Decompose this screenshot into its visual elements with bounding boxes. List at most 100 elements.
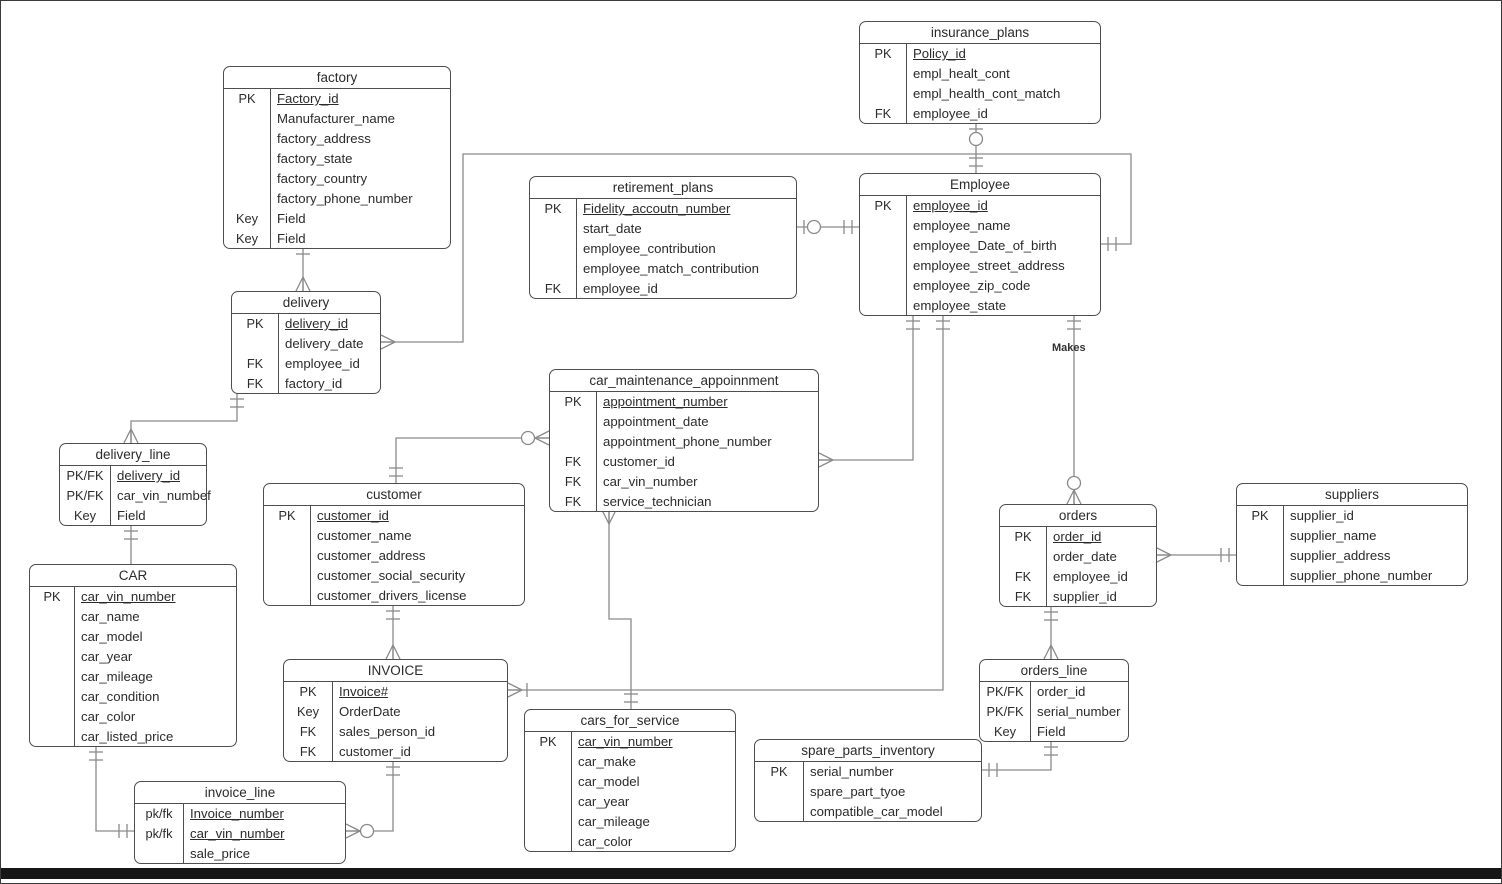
key-cell [30, 687, 75, 707]
relationship-employee-orders[interactable] [1066, 314, 1082, 505]
relationship-appointment-employee[interactable] [818, 314, 920, 468]
field-cell: appointment_date [603, 414, 709, 429]
key-cell [30, 647, 75, 667]
key-cell [30, 667, 75, 687]
field-cell: car_make [578, 754, 636, 769]
entity-row: appointment_phone_number [550, 432, 818, 452]
relationship-retirement-employee[interactable] [797, 219, 859, 235]
relationship-customer-appointment[interactable] [389, 430, 550, 483]
relationship-invoice-employee[interactable] [507, 314, 950, 698]
entity-row: customer_social_security [264, 566, 524, 586]
relationship-invoice_line-invoice[interactable] [345, 760, 400, 839]
key-cell: FK [530, 279, 577, 299]
field-cell: delivery_id [117, 468, 181, 483]
relationship-customer-invoice[interactable] [385, 604, 401, 660]
entity-row: compatible_car_model [755, 802, 981, 822]
entity-row: spare_part_tyoe [755, 782, 981, 802]
relationship-delivery-delivery_line[interactable] [123, 392, 244, 444]
field-cell: employee_id [285, 356, 360, 371]
entity-row: Manufacturer_name [224, 109, 450, 129]
field-cell: factory_phone_number [277, 191, 413, 206]
entity-row: car_model [30, 627, 236, 647]
key-cell: PK/FK [980, 682, 1031, 702]
relationship-appointment-cars_for_service[interactable] [601, 509, 638, 709]
field-cell: spare_part_tyoe [810, 784, 906, 799]
field-cell: customer_id [339, 744, 411, 759]
field-cell: empl_healt_cont [913, 66, 1010, 81]
field-cell: Factory_id [277, 91, 339, 106]
field-cell: supplier_address [1290, 548, 1391, 563]
relationship-orders-orders_line[interactable] [1043, 605, 1059, 660]
key-cell: PK [1000, 527, 1047, 547]
bottom-bar [1, 868, 1501, 879]
relationship-delivery_line-car[interactable] [124, 524, 138, 564]
relationship-employee-delivery[interactable] [380, 153, 1132, 350]
field-cell: employee_match_contribution [583, 261, 759, 276]
relationship-car-invoice_line[interactable] [89, 745, 134, 838]
field-cell: car_mileage [578, 814, 650, 829]
entity-title: delivery_line [60, 444, 206, 466]
field-cell: customer_address [317, 548, 426, 563]
field-cell: employee_street_address [913, 258, 1065, 273]
relationship-factory-delivery[interactable] [295, 247, 311, 292]
relationship-spare-orders_line[interactable] [982, 740, 1058, 777]
key-cell: PK [530, 199, 577, 219]
relationship-orders-suppliers[interactable] [1156, 547, 1236, 563]
key-cell: FK [550, 472, 597, 492]
field-cell: service_technician [603, 494, 712, 509]
entity-row: employee_name [860, 216, 1100, 236]
entity-row: car_condition [30, 687, 236, 707]
key-cell [30, 607, 75, 627]
key-cell [224, 169, 271, 189]
key-cell: FK [1000, 587, 1047, 607]
field-cell: customer_social_security [317, 568, 466, 583]
entity-row: empl_health_cont_match [860, 84, 1100, 104]
key-cell [530, 259, 577, 279]
field-cell: supplier_phone_number [1290, 568, 1433, 583]
field-cell: customer_id [603, 454, 675, 469]
key-cell: PK [224, 89, 271, 109]
key-cell [525, 792, 572, 812]
entity-row: employee_Date_of_birth [860, 236, 1100, 256]
relationship-label-makes: Makes [1052, 342, 1086, 354]
field-cell: car_vin_numbef [117, 488, 211, 503]
key-cell: FK [860, 104, 907, 124]
key-cell: FK [550, 492, 597, 512]
field-cell: car_mileage [81, 669, 153, 684]
field-cell: supplier_name [1290, 528, 1377, 543]
field-cell: OrderDate [339, 704, 401, 719]
entity-title: retirement_plans [530, 177, 796, 199]
key-cell: PK [860, 44, 907, 64]
relationship-insurance-employee[interactable] [968, 122, 984, 173]
entity-row: empl_healt_cont [860, 64, 1100, 84]
field-cell: supplier_id [1290, 508, 1354, 523]
